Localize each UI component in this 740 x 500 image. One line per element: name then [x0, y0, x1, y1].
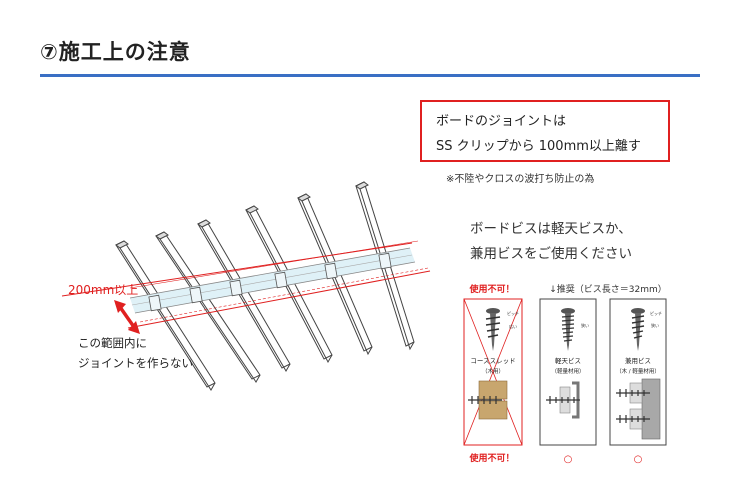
pitch-label-3: ピッチ — [650, 311, 662, 316]
narrow-label-3: 狭い — [651, 322, 659, 328]
pitch-label-1: ピッチ — [507, 311, 519, 316]
screw-instruction-line-1: ボードビスは軽天ビスか、 — [470, 221, 632, 237]
panel3-use: （木 / 軽量材用） — [616, 367, 660, 375]
panel1-use: （木用） — [482, 367, 504, 375]
no-joint-note-line-2: ジョイントを作らない — [78, 356, 193, 370]
panel2-use: （軽量材用） — [551, 367, 584, 375]
panel-coarse-thread: ピッチ 広い コーススレッド （木用） — [463, 298, 523, 446]
no-joint-note-line-1: この範囲内に — [78, 336, 147, 350]
recommended-label: ↓推奨（ビス長さ＝32mm） — [549, 283, 667, 295]
panel3-name: 兼用ビス — [625, 356, 651, 365]
panel2-name: 軽天ビス — [555, 356, 581, 365]
range-arrow — [114, 300, 140, 334]
wide-label: 広い — [509, 323, 517, 329]
not-allowed-bottom-label: 使用不可！ — [468, 452, 514, 464]
light-steel-screw-icon — [561, 308, 575, 351]
joint-callout-box: ボードのジョイントは SS クリップから 100mm以上離す — [420, 100, 670, 162]
not-allowed-top-label: 使用不可！ — [468, 283, 514, 295]
narrow-label-1: 狭い — [581, 322, 589, 328]
title-underline — [40, 74, 700, 77]
coarse-screw-icon — [485, 308, 501, 351]
ok-mark-dual-use: ○ — [634, 454, 643, 465]
page-title: ⑦施工上の注意 — [40, 40, 191, 64]
wood-block-2 — [478, 400, 508, 420]
dual-use-screw-icon — [631, 308, 645, 351]
ss-clips — [148, 252, 392, 312]
label-200mm: 200mm以上 — [68, 283, 139, 297]
steel-block — [641, 378, 661, 440]
panel-dual-use-screw: ピッチ 狭い 兼用ビス （木 / 軽量材用） — [609, 298, 667, 446]
callout-line-2: SS クリップから 100mm以上離す — [436, 139, 641, 154]
ceiling-frame-diagram — [61, 181, 431, 391]
screw-comparison: 使用不可！ ↓推奨（ビス長さ＝32mm） ピッチ 広い コーススレッド （木用） — [463, 283, 667, 465]
ok-mark-light-steel: ○ — [564, 454, 573, 465]
callout-line-1: ボードのジョイントは — [436, 114, 567, 129]
no-joint-zone-lines — [61, 240, 431, 329]
panel-light-steel-screw: 狭い 軽天ビス （軽量材用） — [539, 298, 597, 446]
panel1-name: コーススレッド — [470, 357, 515, 365]
callout-note: ※不陸やクロスの波打ち防止の為 — [446, 174, 595, 185]
wood-block-1 — [478, 380, 508, 400]
screw-instruction-line-2: 兼用ビスをご使用ください — [470, 246, 632, 262]
